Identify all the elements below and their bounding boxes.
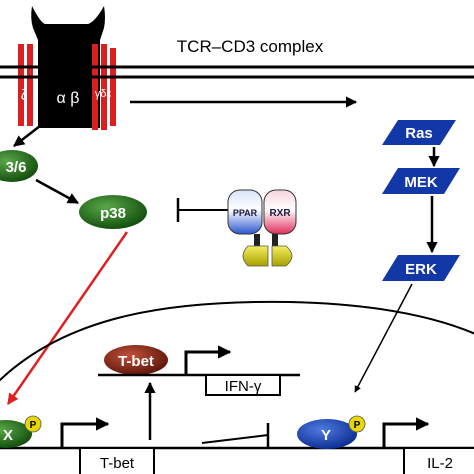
zeta-chain-bar-1 [18, 44, 24, 126]
ppar-node [227, 189, 263, 235]
mek-node [382, 168, 460, 194]
ppar-stalk [254, 234, 260, 246]
x-phosphate-label: P [30, 420, 37, 431]
p38-node [79, 195, 147, 229]
zeta-chain-bar-2 [27, 44, 33, 126]
il2-gene-box [403, 447, 474, 474]
arrow-erk-to-y [354, 283, 413, 393]
rxr-stalk [272, 234, 278, 246]
mek-label: MEK [404, 174, 438, 191]
rxr-node [263, 189, 297, 235]
arrow-mkk-to-p38 [35, 178, 79, 205]
y-factor-node [297, 419, 357, 449]
il2-gene-label: IL-2 [427, 455, 453, 472]
rxr-label: RXR [269, 208, 291, 219]
ras-label: Ras [405, 125, 433, 142]
zeta-label: ζ [21, 87, 28, 104]
erk-node [382, 255, 460, 281]
y-factor-label: Y [321, 427, 331, 444]
ifng-gene-label: IFN-γ [225, 378, 262, 395]
x-phosphate-badge [24, 415, 42, 433]
mkk3-6-label: 3/6 [6, 159, 27, 176]
cd3-chain-bar-2 [101, 44, 107, 130]
ppar-dna-binding-domain [242, 245, 269, 267]
cd3-chain-bar-1 [92, 44, 98, 130]
il2-transcription-start-arrow [382, 417, 430, 448]
ppar-label: PPAR [233, 208, 258, 218]
cd3-chain-bar-3 [110, 48, 116, 126]
tcr-cd3-complex-title: TCR–CD3 complex [177, 37, 324, 56]
rxr-dna-binding-domain [271, 245, 293, 267]
tbet-gene-box [79, 447, 155, 474]
y-phosphate-label: P [354, 420, 361, 431]
x-factor-node [0, 420, 32, 448]
nuclear-envelope [0, 300, 474, 382]
alpha-beta-label: α β [57, 90, 80, 107]
ras-node [382, 120, 456, 145]
tbet-transcription-start-arrow [60, 417, 110, 448]
cd3-gde-label: γδε [95, 88, 112, 100]
mkk3-6-node [0, 150, 38, 182]
tbet-protein-node [104, 345, 168, 375]
tbet-protein-label: T-bet [118, 353, 154, 370]
p38-label: p38 [100, 205, 126, 222]
x-factor-label: X [3, 427, 13, 444]
tbet-gene-label: T-bet [100, 455, 135, 472]
y-phosphate-badge [348, 415, 366, 433]
inhibition-line-tbet-to-il2 [201, 434, 269, 444]
erk-label: ERK [405, 261, 437, 278]
arrow-receptor-to-mkk [13, 125, 41, 147]
arrow-p38-to-x [6, 231, 129, 405]
ifng-transcription-start-arrow [184, 345, 232, 375]
ifng-gene-box [205, 374, 281, 396]
